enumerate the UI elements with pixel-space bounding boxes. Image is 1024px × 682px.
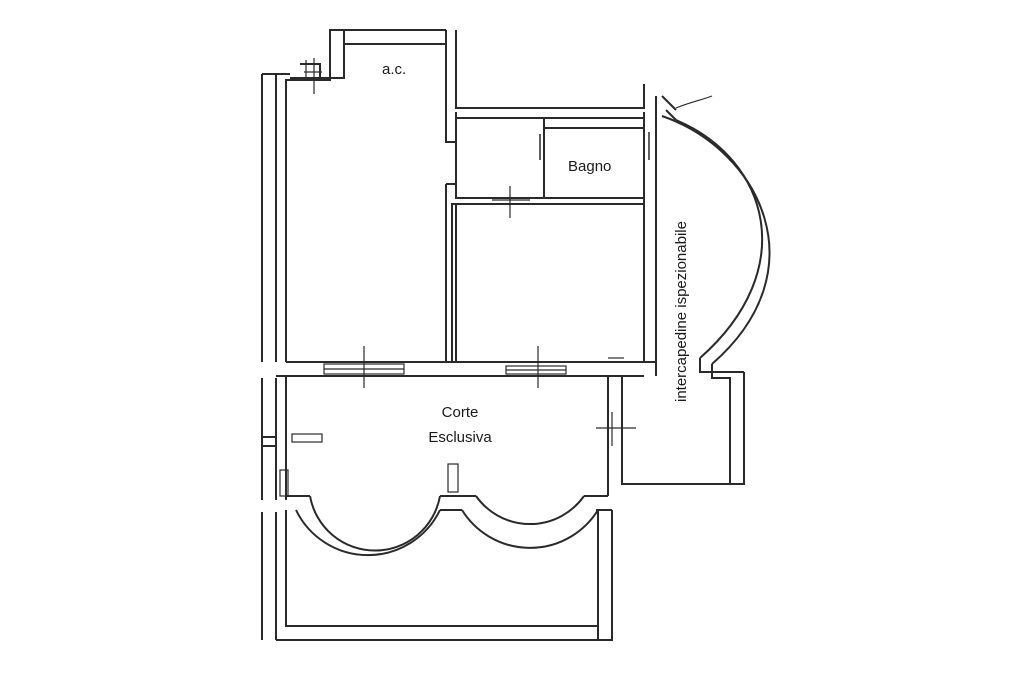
room-ac-walls (285, 29, 657, 363)
room-central-walls (446, 183, 645, 363)
room-bagno-walls (455, 117, 657, 199)
ac-vent-symbol (304, 58, 322, 94)
corte-walls (276, 372, 745, 500)
label-ac: a.c. (382, 61, 406, 78)
arches (295, 495, 599, 640)
label-corte-line2: Esclusiva (428, 429, 492, 446)
left-boundary-walls (261, 73, 290, 640)
label-corte-line1: Corte (442, 404, 479, 421)
openings (323, 186, 636, 446)
lower-boundary (276, 509, 613, 641)
label-bagno: Bagno (568, 158, 611, 175)
label-intercapedine: intercapedine ispezionabile (673, 221, 690, 402)
intercapedine-walls (643, 95, 771, 484)
